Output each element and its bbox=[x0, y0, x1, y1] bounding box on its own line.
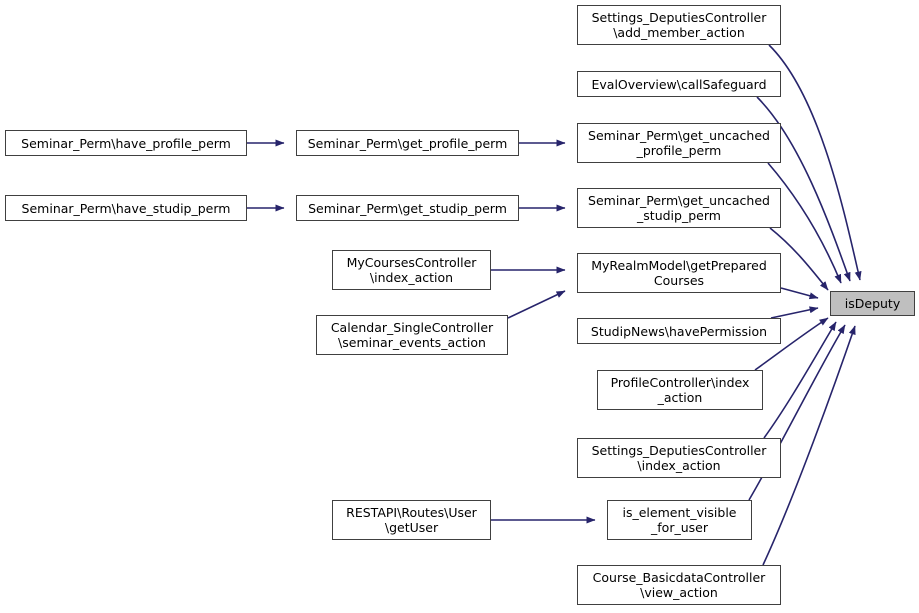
node-label: Seminar_Perm\get_studip_perm bbox=[308, 200, 507, 216]
node-label: StudipNews\havePermission bbox=[590, 323, 768, 339]
edge-is_element_visible_for_user-to-isdeputy bbox=[748, 324, 846, 501]
node-label: Seminar_Perm\get_profile_perm bbox=[307, 135, 508, 151]
edge-seminar_perm_get_uncached_profile_perm-to-isdeputy bbox=[767, 162, 842, 284]
node-label: Calendar_SingleController \seminar_event… bbox=[330, 320, 494, 350]
node-label: Course_BasicdataController \view_action bbox=[592, 570, 766, 600]
edge-seminar_perm_get_uncached_studip_perm-to-isdeputy bbox=[769, 227, 829, 291]
node-seminar_perm_get_uncached_profile_perm[interactable]: Seminar_Perm\get_uncached _profile_perm bbox=[577, 123, 781, 163]
node-label: MyCoursesController \index_action bbox=[346, 255, 477, 285]
node-label: is_element_visible _for_user bbox=[622, 505, 737, 535]
node-profilecontroller_index_action[interactable]: ProfileController\index _action bbox=[597, 370, 763, 410]
node-myrealmmodel_getpreparedcourses[interactable]: MyRealmModel\getPrepared Courses bbox=[577, 253, 781, 293]
edge-studipnews_havepermission-to-isdeputy bbox=[770, 306, 819, 319]
node-is_element_visible_for_user[interactable]: is_element_visible _for_user bbox=[607, 500, 752, 540]
edges bbox=[247, 44, 862, 566]
edge-profilecontroller_index_action-to-isdeputy bbox=[754, 317, 829, 371]
node-label: ProfileController\index _action bbox=[610, 375, 750, 405]
edge-myrealmmodel_getpreparedcourses-to-isdeputy bbox=[780, 287, 819, 300]
node-restapi_routes_user_getuser[interactable]: RESTAPI\Routes\User \getUser bbox=[332, 500, 491, 540]
node-mycoursescontroller_index_action[interactable]: MyCoursesController \index_action bbox=[332, 250, 491, 290]
node-evaloverview_callsafeguard[interactable]: EvalOverview\callSafeguard bbox=[577, 71, 781, 97]
node-label: EvalOverview\callSafeguard bbox=[591, 76, 767, 92]
node-seminar_perm_get_studip_perm[interactable]: Seminar_Perm\get_studip_perm bbox=[296, 195, 519, 221]
node-label: RESTAPI\Routes\User \getUser bbox=[346, 505, 477, 535]
node-label: Seminar_Perm\have_profile_perm bbox=[21, 135, 231, 151]
edge-calendar_singlecontroller_seminar_events-to-myrealmmodel_getpreparedcourses bbox=[507, 290, 566, 319]
node-seminar_perm_have_profile_perm[interactable]: Seminar_Perm\have_profile_perm bbox=[5, 130, 247, 156]
node-settings_deputies_add_member[interactable]: Settings_DeputiesController \add_member_… bbox=[577, 5, 781, 45]
node-settings_deputies_index[interactable]: Settings_DeputiesController \index_actio… bbox=[577, 438, 781, 478]
node-studipnews_havepermission[interactable]: StudipNews\havePermission bbox=[577, 318, 781, 344]
node-label: isDeputy bbox=[844, 296, 901, 311]
edge-settings_deputies_add_member-to-isdeputy bbox=[768, 44, 862, 281]
edge-settings_deputies_index-to-isdeputy bbox=[763, 321, 837, 439]
node-label: Seminar_Perm\get_uncached _profile_perm bbox=[588, 128, 770, 158]
node-label: Seminar_Perm\have_studip_perm bbox=[21, 200, 231, 216]
node-isdeputy[interactable]: isDeputy bbox=[830, 291, 915, 316]
node-seminar_perm_get_uncached_studip_perm[interactable]: Seminar_Perm\get_uncached _studip_perm bbox=[577, 188, 781, 228]
node-calendar_singlecontroller_seminar_events[interactable]: Calendar_SingleController \seminar_event… bbox=[316, 315, 508, 355]
edge-course_basicdata_view_action-to-isdeputy bbox=[762, 325, 856, 566]
edge-evaloverview_callsafeguard-to-isdeputy bbox=[756, 96, 851, 282]
node-seminar_perm_get_profile_perm[interactable]: Seminar_Perm\get_profile_perm bbox=[296, 130, 519, 156]
node-label: MyRealmModel\getPrepared Courses bbox=[591, 258, 767, 288]
node-seminar_perm_have_studip_perm[interactable]: Seminar_Perm\have_studip_perm bbox=[5, 195, 247, 221]
node-label: Settings_DeputiesController \add_member_… bbox=[591, 10, 767, 40]
node-label: Seminar_Perm\get_uncached _studip_perm bbox=[588, 193, 770, 223]
node-course_basicdata_view_action[interactable]: Course_BasicdataController \view_action bbox=[577, 565, 781, 605]
node-label: Settings_DeputiesController \index_actio… bbox=[591, 443, 767, 473]
